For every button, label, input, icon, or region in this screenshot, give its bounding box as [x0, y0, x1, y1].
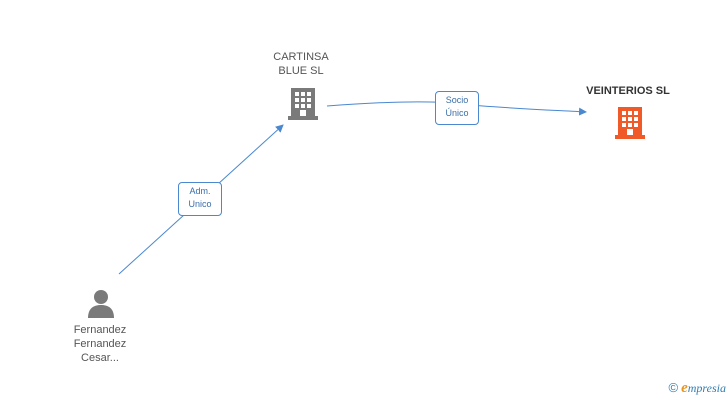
company-label-line: CARTINSA: [273, 51, 329, 63]
building-icon[interactable]: [287, 86, 319, 120]
edge-label-adm-unico[interactable]: Adm. Unico: [178, 182, 222, 216]
edge-label-socio-unico[interactable]: Socio Único: [435, 91, 479, 125]
person-label-line: Fernandez: [73, 324, 127, 336]
person-icon[interactable]: [86, 288, 116, 318]
person-label-line: Cesar...: [81, 352, 119, 364]
company-label-line: BLUE SL: [278, 65, 324, 77]
person-label[interactable]: Fernandez Fernandez Cesar...: [56, 323, 144, 365]
edge-label-line: Unico: [188, 199, 212, 209]
edge-label-line: Único: [445, 108, 469, 118]
building-icon[interactable]: [614, 105, 646, 139]
edge-label-line: Adm.: [189, 186, 211, 196]
copyright-symbol: ©: [668, 380, 679, 395]
person-label-line: Fernandez: [73, 338, 127, 350]
company-cartinsa-label[interactable]: CARTINSA BLUE SL: [255, 50, 347, 78]
logo-text: mpresia: [687, 381, 726, 395]
logo-letter: e: [681, 380, 688, 396]
company-veinterios-label[interactable]: VEINTERIOS SL: [568, 84, 688, 98]
company-label-line: VEINTERIOS SL: [586, 85, 670, 97]
empresia-logo: ©empresia: [669, 380, 727, 397]
edge-label-line: Socio: [445, 95, 469, 105]
